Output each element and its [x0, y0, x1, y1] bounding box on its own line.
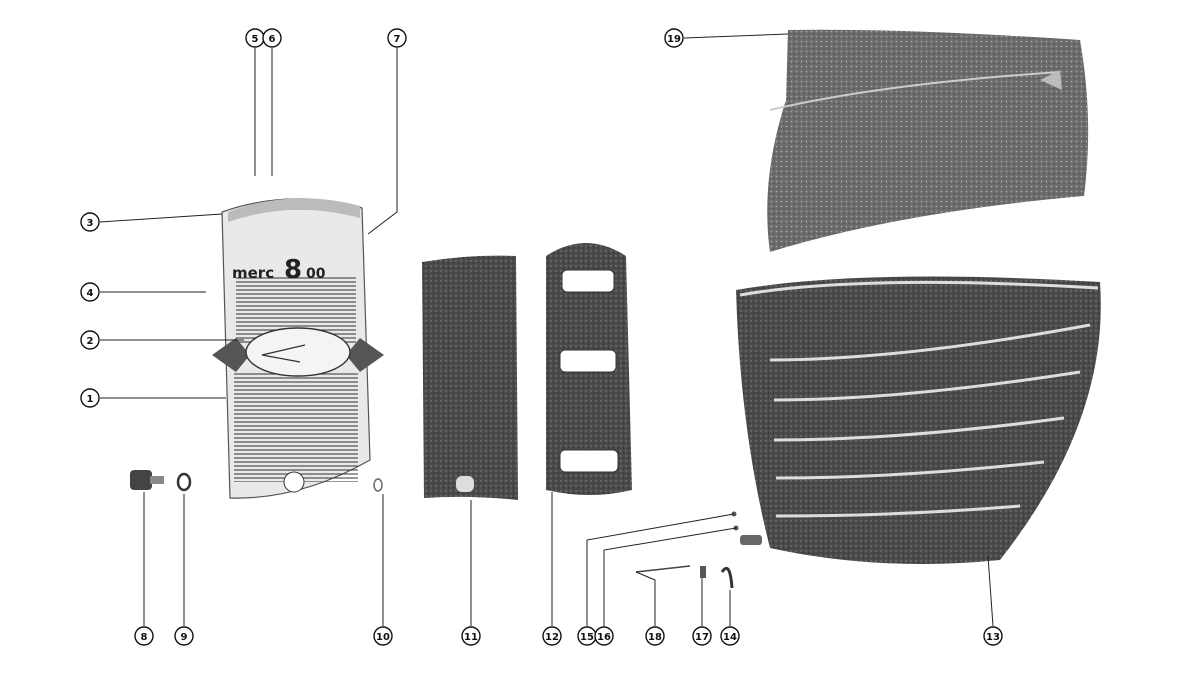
logo-brand-text: merc	[232, 264, 274, 282]
callout-9: 9	[174, 626, 194, 646]
screw-part	[373, 478, 383, 492]
svg-text:17: 17	[695, 632, 709, 643]
svg-text:6: 6	[269, 34, 276, 45]
liner-plate-part	[546, 243, 632, 495]
latch-part	[720, 567, 734, 589]
callout-7: 7	[387, 28, 407, 48]
callout-18: 18	[645, 626, 665, 646]
svg-text:11: 11	[464, 632, 478, 643]
callout-6: 6	[262, 28, 282, 48]
leader-lines	[99, 33, 994, 627]
callout-10: 10	[373, 626, 393, 646]
svg-text:4: 4	[87, 288, 94, 299]
gasket-part	[422, 255, 518, 500]
svg-text:12: 12	[545, 632, 559, 643]
svg-text:13: 13	[986, 632, 1000, 643]
callout-2: 2	[80, 330, 100, 350]
svg-text:15: 15	[580, 632, 594, 643]
svg-text:9: 9	[181, 632, 188, 643]
svg-text:14: 14	[723, 632, 737, 643]
callout-12: 12	[542, 626, 562, 646]
logo-model-suffix-text: 00	[306, 266, 326, 282]
pin-part	[635, 565, 691, 573]
callout-16: 16	[594, 626, 614, 646]
logo-model-text: 8	[284, 255, 302, 285]
rivet-part	[700, 566, 706, 578]
lower-cowl-part	[736, 276, 1101, 564]
callout-19: 19	[664, 28, 684, 48]
callout-14: 14	[720, 626, 740, 646]
callout-labels: 1 2 3 4 5 6 7 8 9 10 11 12 13 14 15 16 1…	[80, 28, 1003, 646]
svg-text:10: 10	[376, 632, 390, 643]
svg-text:5: 5	[252, 34, 259, 45]
callout-1: 1	[80, 388, 100, 408]
svg-text:2: 2	[87, 336, 94, 347]
callout-13: 13	[983, 626, 1003, 646]
upper-shroud-part	[767, 29, 1089, 253]
callout-4: 4	[80, 282, 100, 302]
callout-8: 8	[134, 626, 154, 646]
svg-text:19: 19	[667, 34, 681, 45]
front-cover-part: merc 8 00	[212, 198, 384, 499]
callout-5: 5	[245, 28, 265, 48]
callout-15: 15	[577, 626, 597, 646]
svg-text:16: 16	[597, 632, 611, 643]
callout-17: 17	[692, 626, 712, 646]
svg-text:8: 8	[141, 632, 148, 643]
svg-text:7: 7	[394, 34, 401, 45]
svg-text:18: 18	[648, 632, 662, 643]
svg-text:1: 1	[87, 394, 94, 405]
svg-text:3: 3	[87, 218, 94, 229]
knob-part	[130, 470, 164, 490]
callout-11: 11	[461, 626, 481, 646]
washer-part	[176, 472, 192, 492]
callout-3: 3	[80, 212, 100, 232]
gasket-notch	[456, 476, 474, 492]
